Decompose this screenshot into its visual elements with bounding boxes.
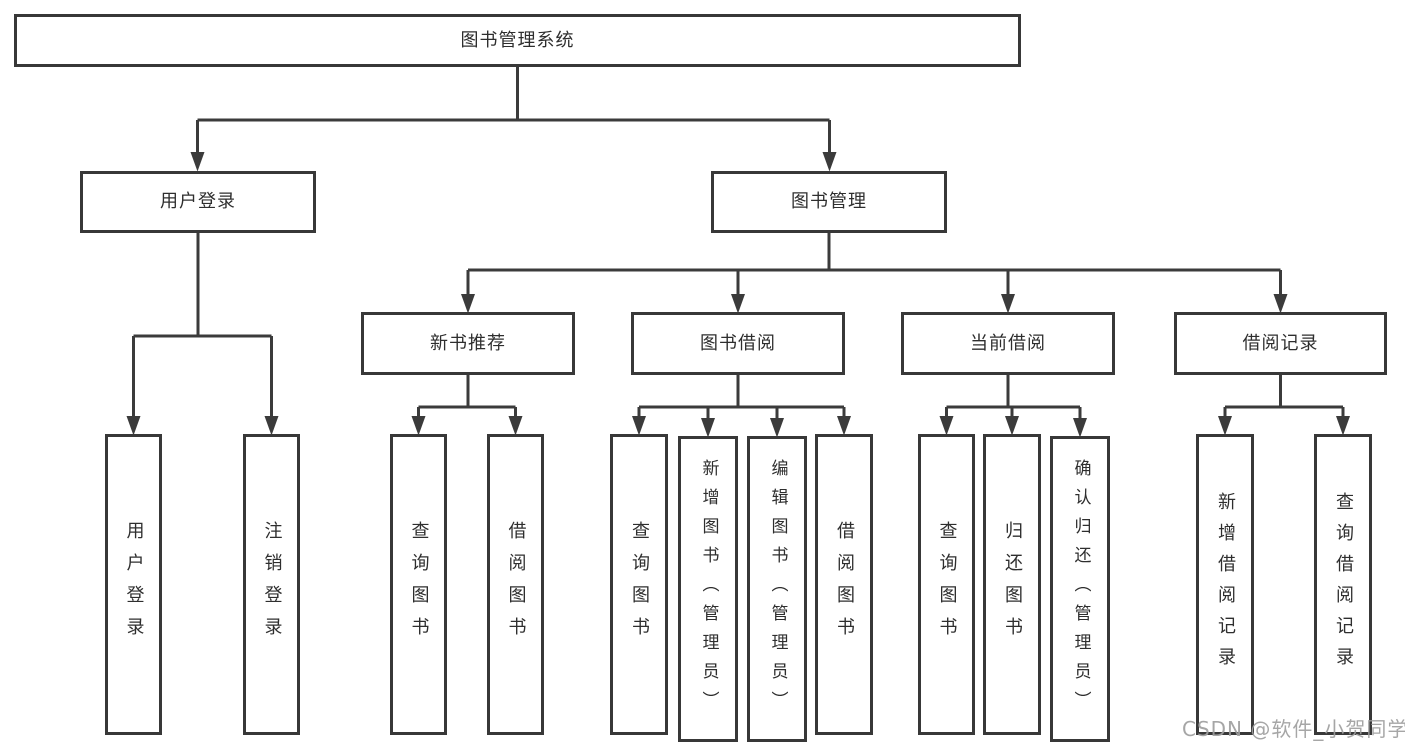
node-current-borrow-label: 当前借阅 [970, 332, 1046, 354]
arrow-icon [822, 152, 837, 172]
leaf-borrow-books-recommend: 借阅图书 [487, 434, 544, 735]
leaf-return-books: 归还图书 [983, 434, 1041, 735]
leaf-logout: 注销登录 [243, 434, 300, 735]
node-user-login-label: 用户登录 [160, 191, 236, 212]
connector-root-to-level2 [196, 66, 831, 153]
node-current-borrow: 当前借阅 [901, 312, 1115, 375]
arrow-icon [731, 294, 745, 314]
leaf-user-login: 用户登录 [105, 434, 162, 735]
leaf-add-book-admin: 新增图书（管理员） [678, 436, 738, 742]
node-new-book-recommend: 新书推荐 [361, 312, 575, 375]
arrow-icon [1073, 418, 1087, 438]
leaf-add-book-admin-label: 新增图书（管理员） [698, 458, 719, 720]
leaf-edit-book-admin: 编辑图书（管理员） [747, 436, 807, 742]
arrowheads [126, 152, 1350, 438]
arrow-icon [126, 416, 141, 436]
leaf-confirm-return-admin: 确认归还（管理员） [1050, 436, 1110, 742]
node-root-system: 图书管理系统 [14, 14, 1021, 67]
arrow-icon [701, 418, 715, 438]
arrow-icon [1001, 294, 1015, 314]
connector-userlogin-to-leaves [132, 232, 273, 417]
connector-bookborrow-to-leaves [637, 374, 846, 419]
leaf-query-books-borrow: 查询图书 [610, 434, 668, 735]
node-borrow-records: 借阅记录 [1174, 312, 1387, 375]
leaf-confirm-return-admin-label: 确认归还（管理员） [1070, 458, 1091, 720]
arrow-icon [411, 416, 426, 436]
leaf-query-borrow-record-label: 查询借阅记录 [1333, 491, 1354, 678]
arrow-icon [939, 416, 954, 436]
node-root-label: 图书管理系统 [460, 29, 575, 51]
leaf-user-login-label: 用户登录 [123, 520, 145, 649]
leaf-add-borrow-record: 新增借阅记录 [1196, 434, 1254, 735]
leaf-logout-label: 注销登录 [261, 520, 283, 649]
arrow-icon [190, 152, 205, 172]
leaf-add-borrow-record-label: 新增借阅记录 [1215, 491, 1236, 678]
connector-currentborrow-to-leaves [945, 374, 1082, 419]
leaf-borrow-books: 借阅图书 [815, 434, 873, 735]
arrow-icon [1005, 416, 1019, 436]
arrow-icon [508, 416, 523, 436]
arrow-icon [837, 416, 851, 436]
node-user-login: 用户登录 [80, 171, 316, 233]
leaf-borrow-books-recommend-label: 借阅图书 [505, 520, 527, 649]
arrow-icon [632, 416, 646, 436]
node-book-management: 图书管理 [711, 171, 947, 233]
leaf-borrow-books-label: 借阅图书 [834, 520, 855, 649]
arrow-icon [264, 416, 279, 436]
leaf-query-books-recommend-label: 查询图书 [408, 520, 430, 649]
leaf-query-borrow-record: 查询借阅记录 [1314, 434, 1372, 735]
leaf-edit-book-admin-label: 编辑图书（管理员） [767, 458, 788, 720]
leaf-query-books-current-label: 查询图书 [936, 520, 958, 649]
node-new-book-recommend-label: 新书推荐 [430, 332, 506, 354]
arrow-icon [1218, 416, 1232, 436]
arrow-icon [461, 294, 475, 314]
arrow-icon [1336, 416, 1350, 436]
connector-records-to-leaves [1223, 374, 1345, 417]
leaf-query-books-recommend: 查询图书 [390, 434, 447, 735]
arrow-icon [770, 418, 784, 438]
leaf-query-books-borrow-label: 查询图书 [629, 520, 650, 649]
node-book-management-label: 图书管理 [791, 191, 867, 212]
node-borrow-records-label: 借阅记录 [1242, 332, 1319, 354]
leaf-return-books-label: 归还图书 [1002, 520, 1023, 649]
connector-newbook-to-leaves [417, 374, 517, 417]
connector-bookmgmt-to-level3 [466, 232, 1282, 295]
node-book-borrow: 图书借阅 [631, 312, 845, 375]
leaf-query-books-current: 查询图书 [918, 434, 975, 735]
node-book-borrow-label: 图书借阅 [700, 332, 776, 354]
arrow-icon [1273, 294, 1288, 314]
